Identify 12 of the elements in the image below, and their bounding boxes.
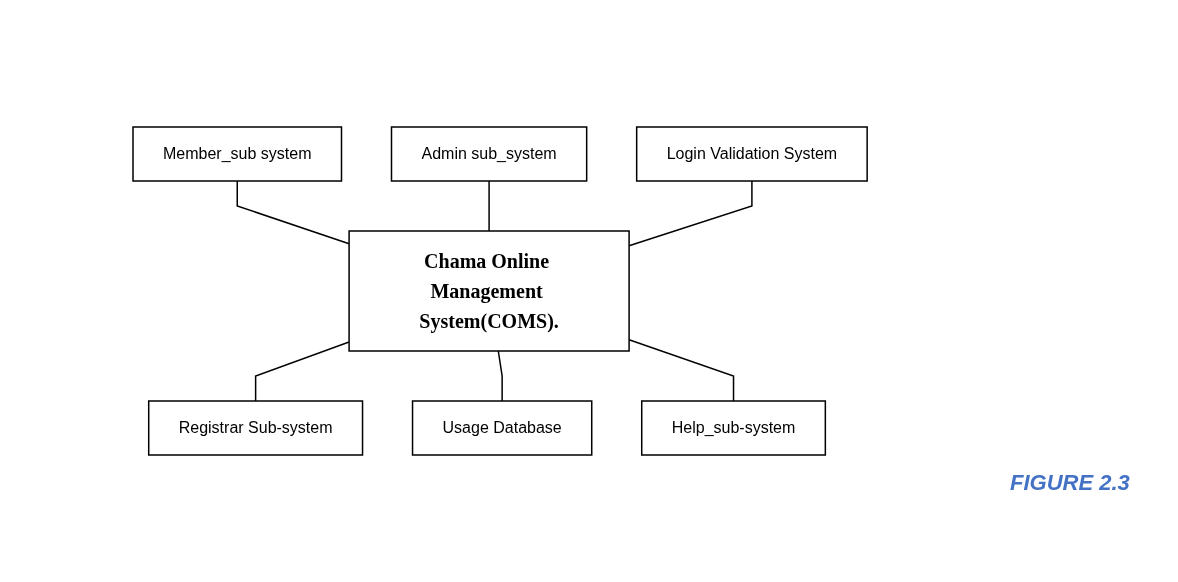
- node-box: Chama Online Management System(COMS).: [348, 230, 630, 352]
- connector: [236, 180, 350, 245]
- node-box: Registrar Sub-system: [147, 400, 364, 456]
- node-box: Usage Database: [411, 400, 593, 456]
- connector: [497, 350, 503, 402]
- node-box: Member_sub system: [132, 126, 343, 182]
- node-box: Help_sub-system: [640, 400, 826, 456]
- connector: [254, 341, 350, 402]
- figure-caption: FIGURE 2.3: [1010, 470, 1130, 496]
- node-box: Login Validation System: [635, 126, 868, 182]
- connector: [488, 180, 490, 232]
- node-box: Admin sub_system: [390, 126, 588, 182]
